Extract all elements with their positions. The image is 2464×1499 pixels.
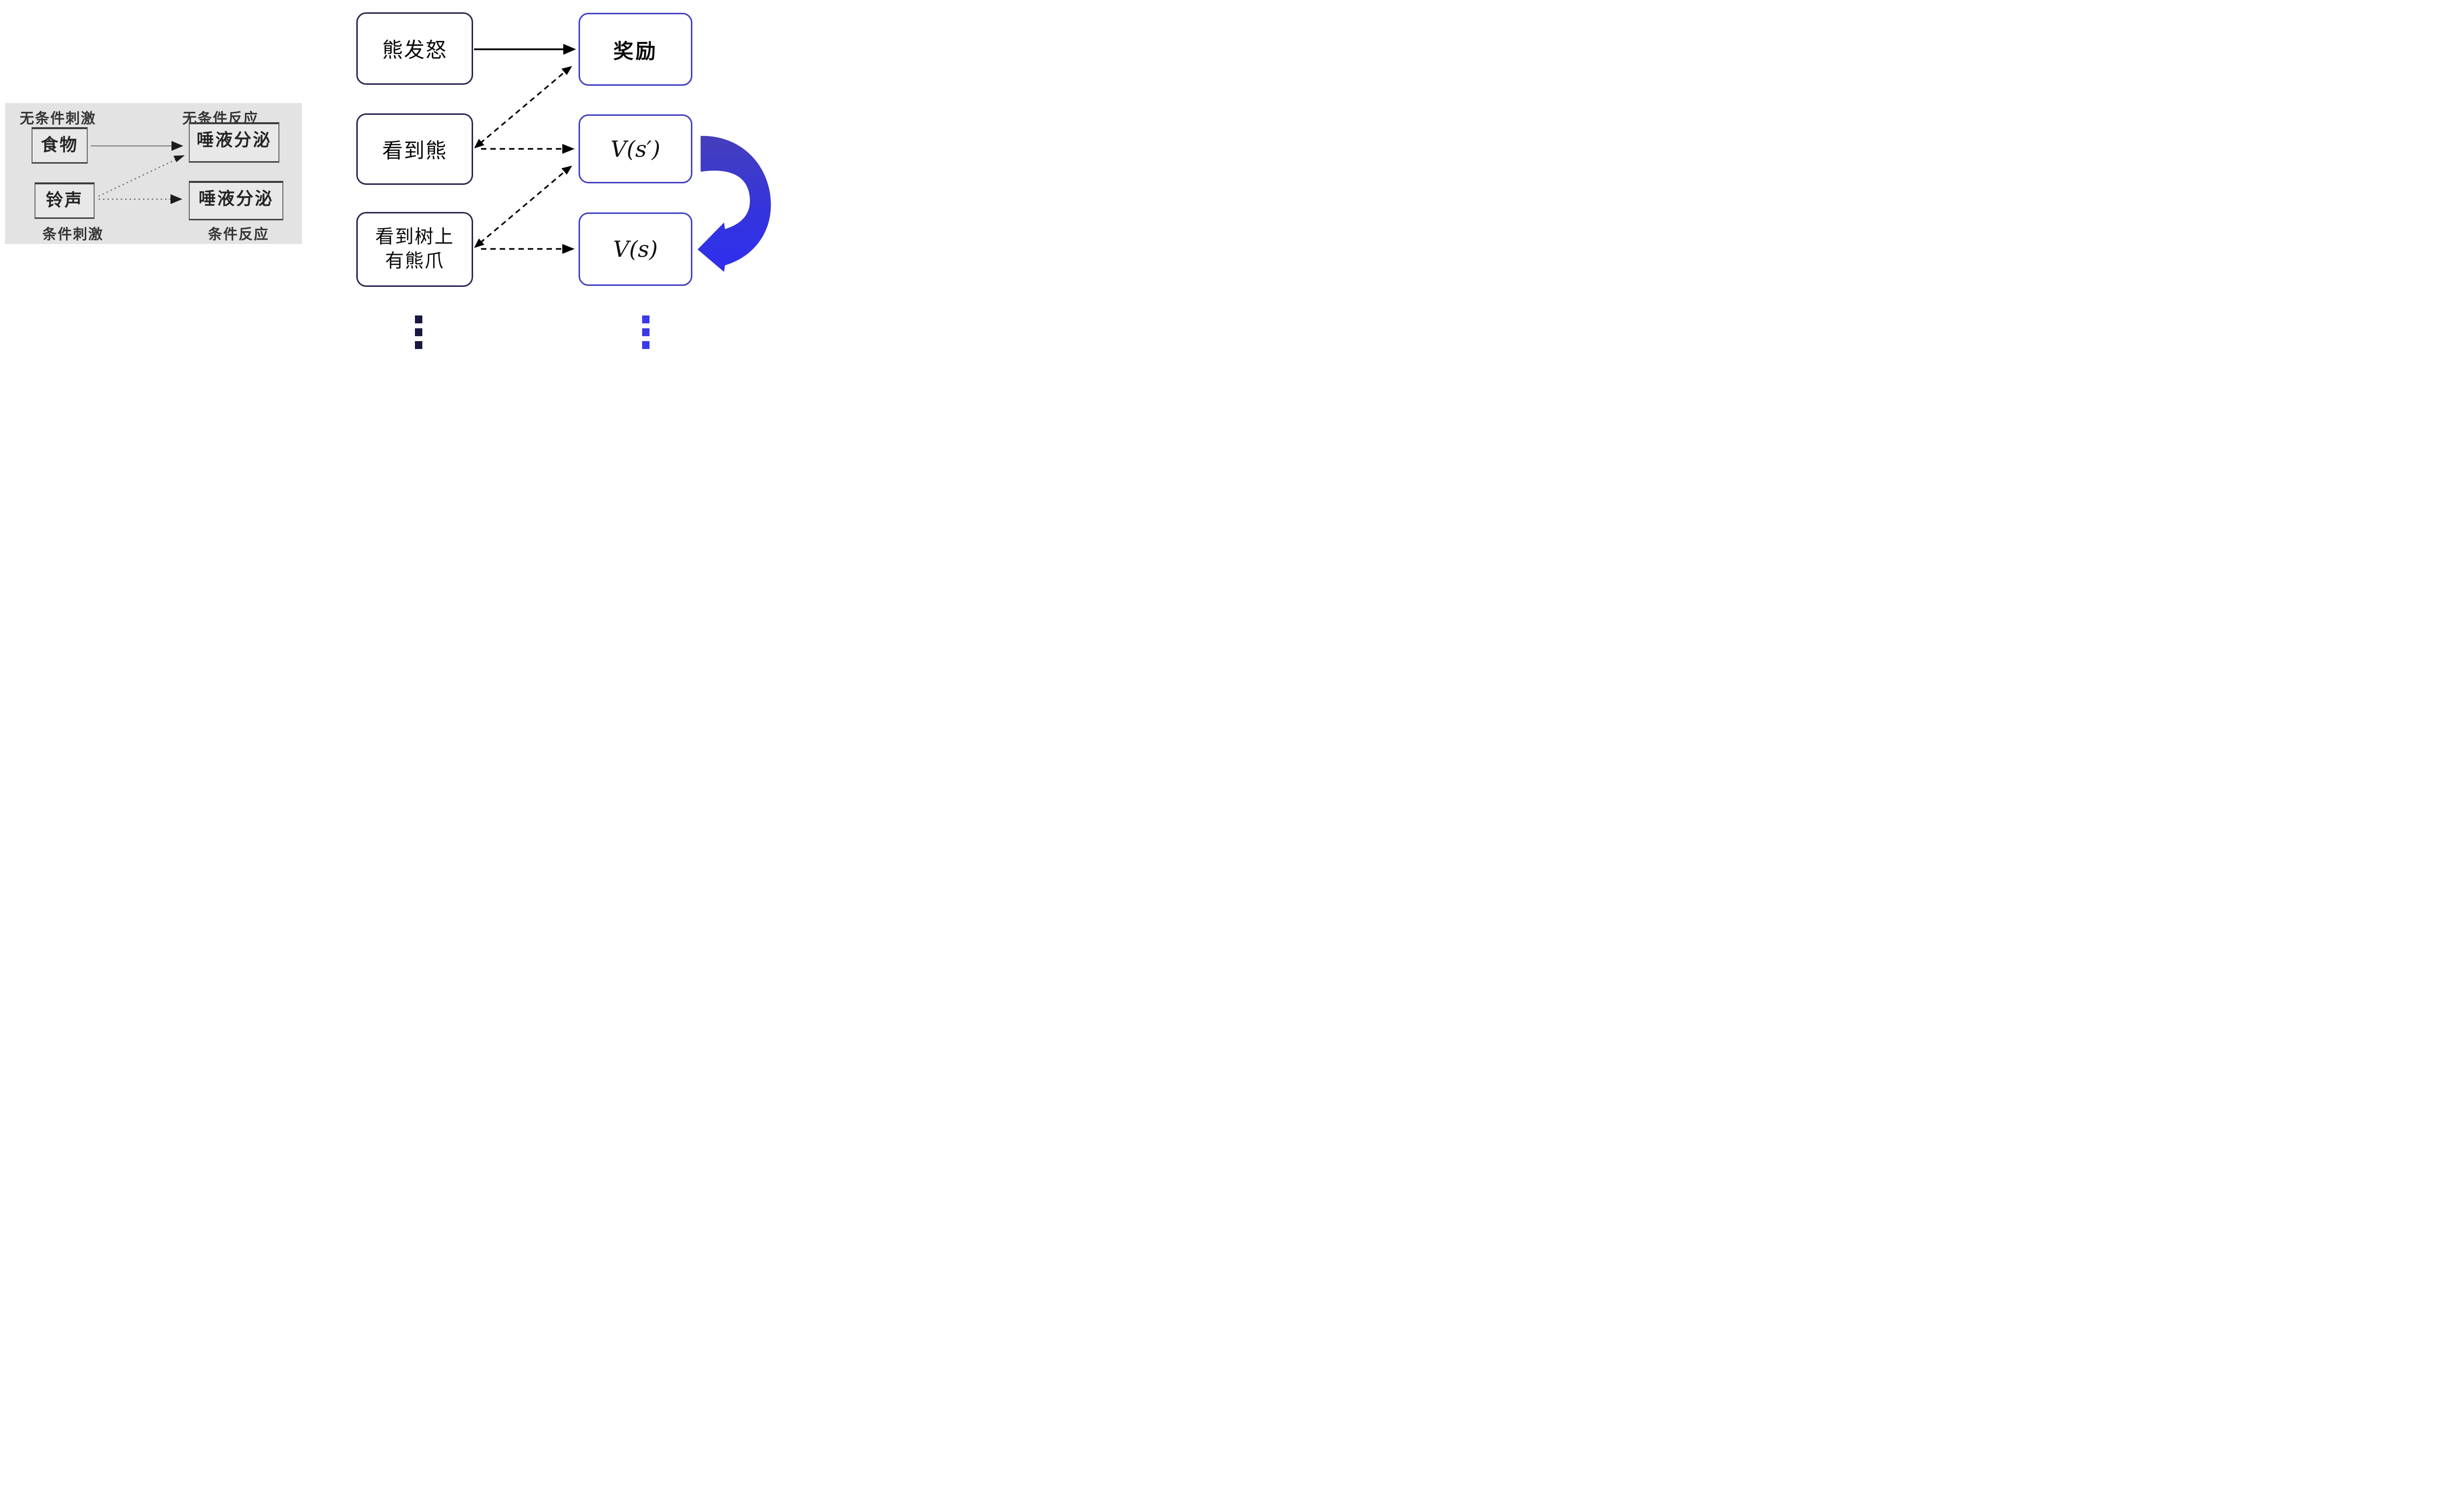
unconditioned-stimulus-label: 无条件刺激: [20, 111, 97, 127]
bear-angry-box: 熊发怒: [356, 12, 473, 85]
salivation-top-box: 唾液分泌: [189, 122, 279, 163]
diagram-canvas: 无条件刺激 无条件反应 条件刺激 条件反应 食物 唾液分泌 铃声 唾液分泌 熊发…: [0, 0, 773, 350]
bear-to-reward-arrow: [474, 44, 576, 55]
value-next-see-claw-dashed-arrow: [474, 166, 572, 248]
ellipsis-dot: [642, 341, 650, 349]
conditioned-response-label: 条件反应: [208, 227, 270, 243]
salivation-bottom-box: 唾液分泌: [189, 181, 283, 220]
ellipsis-dot: [642, 315, 650, 323]
ellipsis-dot: [415, 341, 422, 349]
value-next-state-box: V(s′): [579, 114, 692, 183]
see-bear-to-value-next-dashed-arrow: [481, 144, 575, 154]
value-next-state-formula: V(s′): [611, 136, 660, 162]
see-bear-box: 看到熊: [356, 113, 473, 185]
value-state-formula: V(s): [613, 236, 658, 262]
ellipsis-dot: [415, 328, 422, 336]
value-state-box: V(s): [579, 212, 692, 286]
bootstrap-curved-arrow: [697, 136, 771, 272]
see-claw-to-value-dashed-arrow: [481, 244, 575, 254]
see-claw-box: 看到树上 有熊爪: [356, 212, 473, 287]
reward-box: 奖励: [579, 13, 692, 86]
ellipsis-dot: [642, 328, 650, 336]
pavlov-conditioning-panel: 无条件刺激 无条件反应 条件刺激 条件反应 食物 唾液分泌 铃声 唾液分泌: [5, 103, 302, 244]
ellipsis-dot: [415, 315, 422, 323]
food-box: 食物: [32, 127, 88, 164]
conditioned-stimulus-label: 条件刺激: [42, 227, 104, 243]
reward-see-bear-dashed-arrow: [474, 66, 572, 148]
bell-box: 铃声: [34, 182, 95, 219]
